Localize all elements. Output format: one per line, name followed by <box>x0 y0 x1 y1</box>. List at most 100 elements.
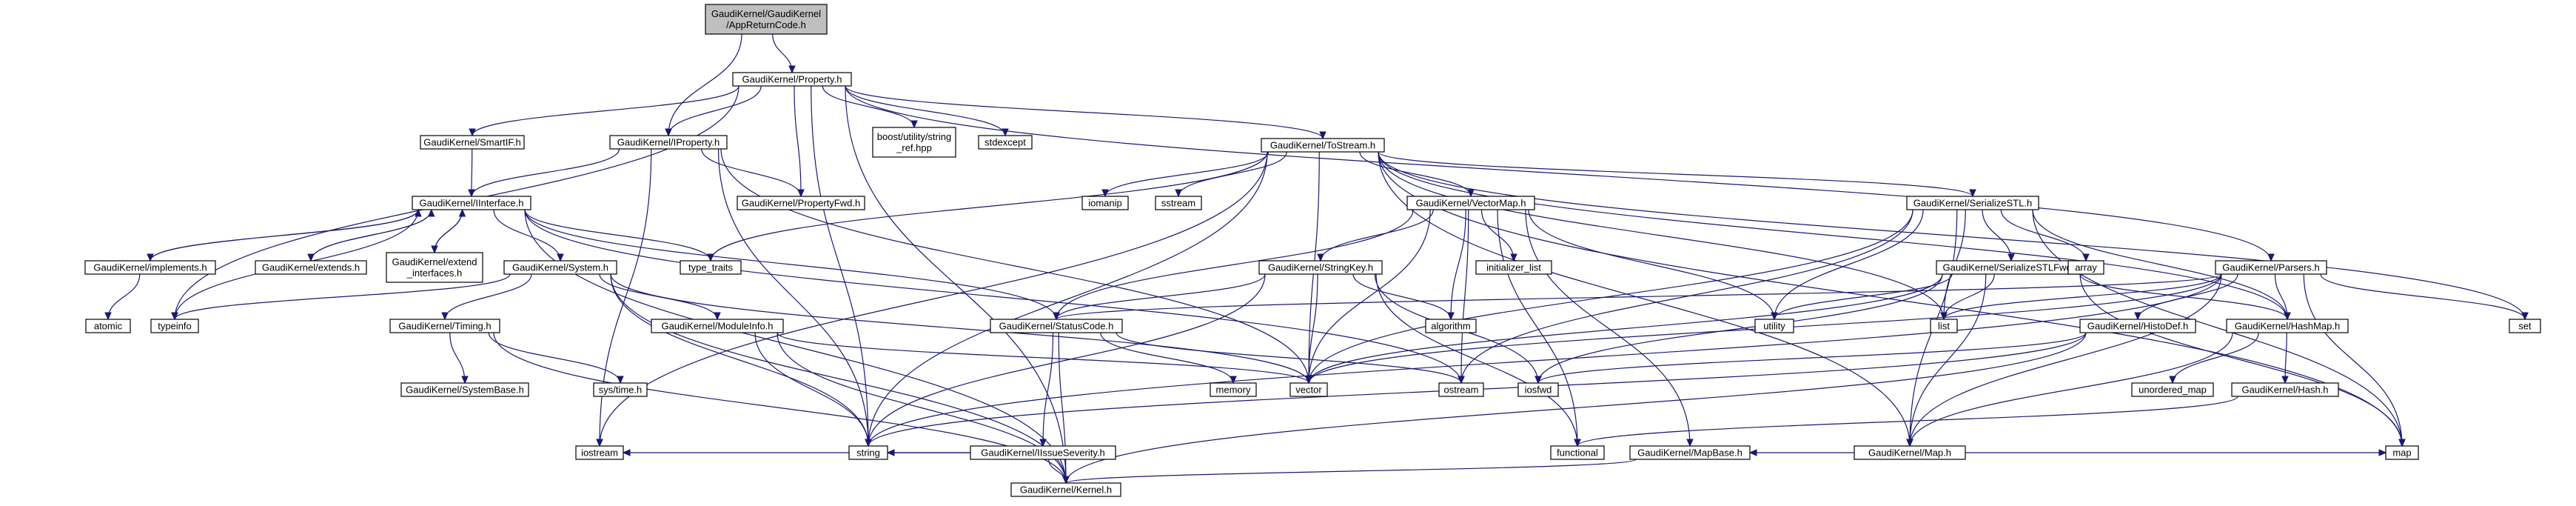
node-extend_interfaces[interactable]: GaudiKernel/extend_interfaces.h <box>386 252 483 283</box>
edge-line <box>310 209 432 262</box>
node-label: GaudiKernel/SerializeSTL.h <box>1913 198 2032 209</box>
node-initializer_list: initializer_list <box>1475 260 1552 275</box>
node-label: GaudiKernel/PropertyFwd.h <box>742 198 860 209</box>
node-label: ostream <box>1444 385 1479 396</box>
edge-tostream-to-hashmap <box>1378 151 2291 321</box>
node-serializestlfwd[interactable]: GaudiKernel/SerializeSTLFwd.h <box>1936 260 2087 275</box>
edge-line <box>2079 273 2403 447</box>
edge-histodef-to-iosfwd <box>1534 332 2087 385</box>
node-label: _ref.hpp <box>896 142 932 153</box>
edge-line <box>1577 396 2238 447</box>
node-tostream[interactable]: GaudiKernel/ToStream.h <box>1261 138 1385 153</box>
node-parsers[interactable]: GaudiKernel/Parsers.h <box>2215 260 2327 275</box>
edge-parsers-to-hashmap <box>2274 273 2291 321</box>
edge-arrowhead <box>1940 312 1948 321</box>
edge-arrowhead <box>617 376 624 385</box>
edge-line <box>1909 332 2233 447</box>
edge-line <box>610 273 1067 484</box>
edge-line <box>777 332 1067 484</box>
edge-line <box>1460 209 1913 384</box>
edge-statuscode-to-memory <box>1100 332 1237 385</box>
edge-arrowhead <box>1458 376 1465 385</box>
edge-line <box>1352 273 1452 320</box>
node-vectormap[interactable]: GaudiKernel/VectorMap.h <box>1406 196 1535 210</box>
edge-arrowhead <box>2169 376 2176 385</box>
node-iomanip: iomanip <box>1081 196 1129 210</box>
node-hash[interactable]: GaudiKernel/Hash.h <box>2231 382 2339 397</box>
node-property[interactable]: GaudiKernel/Property.h <box>732 72 852 87</box>
node-iseverity[interactable]: GaudiKernel/IIssueSeverity.h <box>970 445 1116 460</box>
edges-layer <box>104 33 2529 485</box>
node-label: vector <box>1295 385 1322 396</box>
node-box <box>1010 482 1121 497</box>
edge-arrowhead <box>596 439 603 447</box>
edge-smartif-to-iinterface <box>468 148 475 198</box>
edge-tostream-to-serializestl <box>1378 151 1976 198</box>
node-system[interactable]: GaudiKernel/System.h <box>503 260 617 275</box>
edge-arrowhead <box>2521 312 2529 321</box>
node-iinterface[interactable]: GaudiKernel/IInterface.h <box>412 196 531 210</box>
node-box <box>609 135 728 150</box>
edge-arrowhead <box>2008 253 2015 262</box>
node-box <box>651 319 784 333</box>
node-root[interactable]: GaudiKernel/GaudiKernel/AppReturnCode.h <box>705 4 828 35</box>
node-label: GaudiKernel/Parsers.h <box>2222 262 2320 273</box>
node-moduleinfo[interactable]: GaudiKernel/ModuleInfo.h <box>651 319 784 333</box>
edge-arrowhead <box>886 449 895 456</box>
node-box <box>970 445 1116 460</box>
node-mapbase[interactable]: GaudiKernel/MapBase.h <box>1629 445 1751 460</box>
edge-iinterface-to-ostream <box>524 209 1465 385</box>
edge-line <box>1378 151 2526 320</box>
node-label: GaudiKernel/StringKey.h <box>1268 262 1373 273</box>
edge-iinterface-to-kernel <box>524 209 1070 485</box>
node-timing[interactable]: GaudiKernel/Timing.h <box>389 319 500 333</box>
node-typeinfo: typeinfo <box>150 319 199 333</box>
node-box <box>872 127 956 158</box>
edge-line <box>1497 209 1578 447</box>
edge-line <box>1943 273 1995 320</box>
edge-iinterface-to-system <box>493 209 564 262</box>
edge-line <box>1056 273 1266 320</box>
node-implements[interactable]: GaudiKernel/implements.h <box>84 260 216 275</box>
node-boost: boost/utility/string_ref.hpp <box>872 127 956 158</box>
node-smartif[interactable]: GaudiKernel/SmartIF.h <box>420 135 525 150</box>
node-label: GaudiKernel/IIssueSeverity.h <box>981 447 1104 459</box>
node-stringkey[interactable]: GaudiKernel/StringKey.h <box>1258 260 1383 275</box>
edge-arrowhead <box>2398 439 2406 447</box>
node-hashmap[interactable]: GaudiKernel/HashMap.h <box>2226 319 2349 333</box>
edge-arrowhead <box>171 312 178 321</box>
node-systembase[interactable]: GaudiKernel/SystemBase.h <box>400 382 529 397</box>
node-statuscode[interactable]: GaudiKernel/StatusCode.h <box>990 319 1123 333</box>
edge-hashmap-to-unordered_map <box>2169 332 2259 385</box>
node-systime: sys/time.h <box>593 382 648 397</box>
edge-iproperty-to-iostream <box>596 148 652 447</box>
edge-serializestlfwd-to-iosfwd <box>1534 273 1943 385</box>
node-iproperty[interactable]: GaudiKernel/IProperty.h <box>609 135 728 150</box>
edge-line <box>845 85 2272 262</box>
node-serializestl[interactable]: GaudiKernel/SerializeSTL.h <box>1906 196 2039 210</box>
node-label: /AppReturnCode.h <box>726 19 806 30</box>
edge-property-to-boost <box>822 85 918 129</box>
node-label: algorithm <box>1431 321 1470 332</box>
edge-line <box>1909 273 1987 447</box>
nodes-layer: GaudiKernel/GaudiKernel/AppReturnCode.hG… <box>84 4 2541 497</box>
edge-line <box>1308 209 1431 384</box>
edge-line <box>2137 273 2238 320</box>
node-histodef[interactable]: GaudiKernel/HistoDef.h <box>2079 319 2196 333</box>
edge-arrowhead <box>461 376 469 385</box>
node-label: GaudiKernel/Hash.h <box>2241 385 2328 396</box>
node-extends[interactable]: GaudiKernel/extends.h <box>255 260 367 275</box>
node-propertyfwd[interactable]: GaudiKernel/PropertyFwd.h <box>737 196 865 210</box>
node-label: _interfaces.h <box>406 267 462 279</box>
edge-line <box>1378 151 1973 197</box>
edge-line <box>1308 273 1943 384</box>
edge-line <box>1528 209 1775 320</box>
node-kernel[interactable]: GaudiKernel/Kernel.h <box>1010 482 1121 497</box>
edge-line <box>794 85 802 197</box>
node-map_h[interactable]: GaudiKernel/Map.h <box>1854 445 1966 460</box>
edge-tostream-to-sstream <box>1175 151 1287 198</box>
edge-parsers-to-map <box>2303 273 2406 447</box>
edge-line <box>1116 332 1462 384</box>
edge-arrowhead <box>1534 376 1542 385</box>
edge-arrowhead <box>1748 449 1757 456</box>
